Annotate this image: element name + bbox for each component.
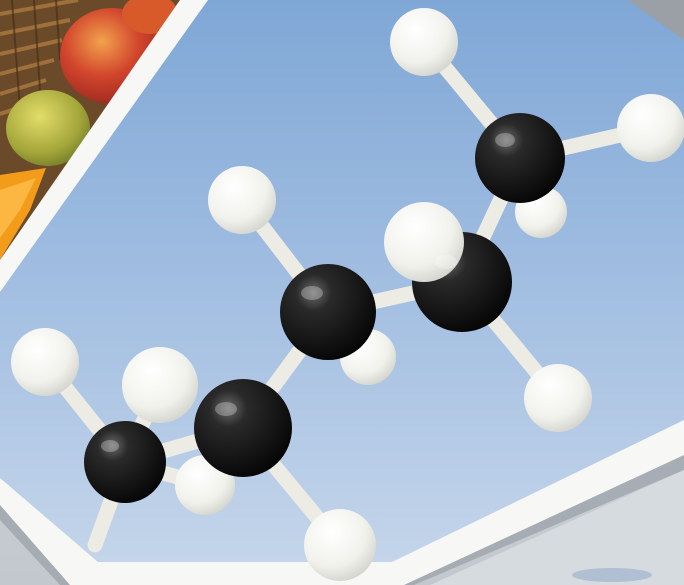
hydrogen-atom — [384, 202, 464, 282]
hydrogen-atom — [122, 347, 198, 423]
hydrogen-atom — [524, 364, 592, 432]
corner-strip — [628, 0, 684, 40]
molecule-model — [11, 8, 684, 581]
bottom-strip — [430, 470, 684, 585]
carbon-atom — [194, 379, 292, 477]
hydrogen-atom — [390, 8, 458, 76]
carbon-atom — [84, 421, 166, 503]
hydrogen-atom — [304, 509, 376, 581]
hydrogen-atom — [208, 166, 276, 234]
carbon-atom — [475, 113, 565, 203]
hydrogen-atom — [617, 94, 684, 162]
carbon-atom — [280, 264, 376, 360]
green-apple — [6, 90, 90, 166]
hydrogen-atom — [11, 328, 79, 396]
